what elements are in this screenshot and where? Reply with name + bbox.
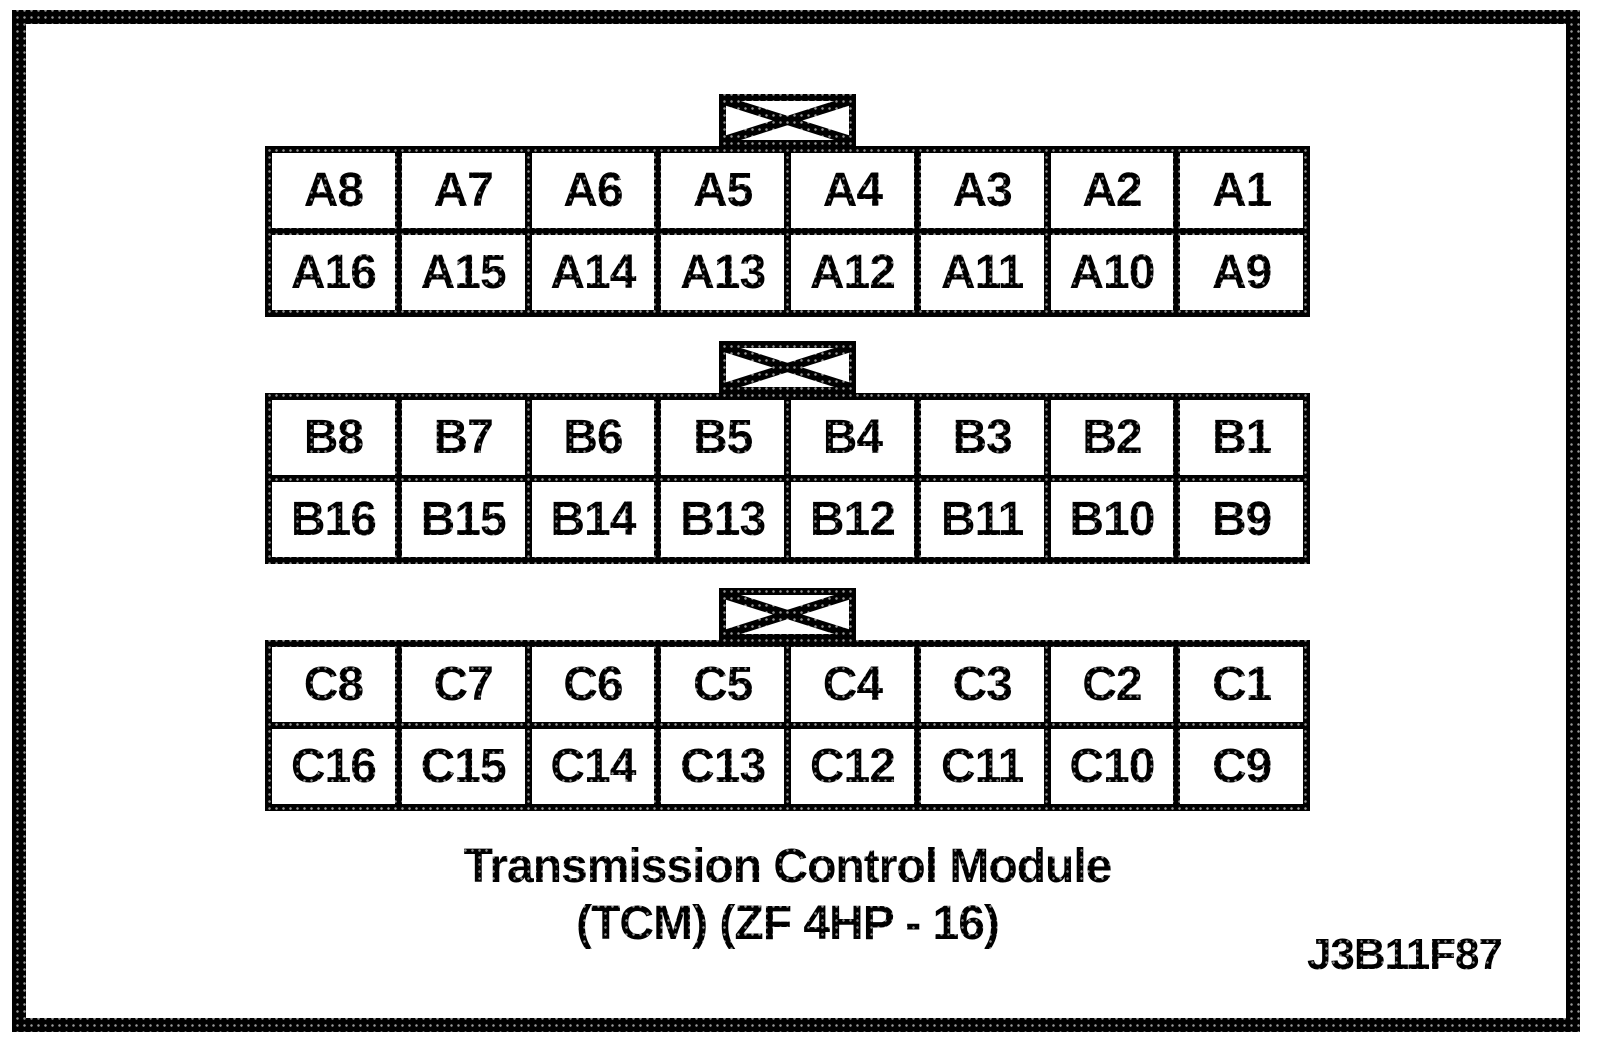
pin-cell: C2 <box>1050 647 1174 722</box>
connector-key-icon <box>719 94 856 147</box>
pin-cell: A1 <box>1180 153 1303 228</box>
pin-cell: B11 <box>920 482 1044 557</box>
pin-cell: C14 <box>531 729 655 804</box>
connector-key-icon <box>719 588 856 641</box>
pin-cell: B4 <box>791 400 914 475</box>
pin-cell: B2 <box>1050 400 1174 475</box>
pin-cell: A9 <box>1180 235 1303 310</box>
pin-cell: A4 <box>791 153 914 228</box>
figure-caption: Transmission Control Module (TCM) (ZF 4H… <box>265 838 1310 952</box>
pin-cell: B16 <box>272 482 395 557</box>
pin-cell: B9 <box>1180 482 1303 557</box>
pin-cell: B10 <box>1050 482 1174 557</box>
pin-cell: C9 <box>1180 729 1303 804</box>
pin-cell: A10 <box>1050 235 1174 310</box>
pin-cell: B12 <box>791 482 914 557</box>
pin-cell: A3 <box>920 153 1044 228</box>
pin-cell: B1 <box>1180 400 1303 475</box>
pin-cell: B14 <box>531 482 655 557</box>
pin-cell: C7 <box>401 647 525 722</box>
pin-cell: A2 <box>1050 153 1174 228</box>
x-mark-icon <box>726 348 849 387</box>
pin-cell: A8 <box>272 153 395 228</box>
pin-cell: B15 <box>401 482 525 557</box>
x-mark-icon <box>726 595 849 634</box>
pin-cell: B8 <box>272 400 395 475</box>
pin-cell: C10 <box>1050 729 1174 804</box>
pin-cell: B5 <box>661 400 784 475</box>
pin-cell: A13 <box>661 235 784 310</box>
pin-cell: C1 <box>1180 647 1303 722</box>
connector-key-icon <box>719 341 856 394</box>
pin-cell: C16 <box>272 729 395 804</box>
pin-cell: B13 <box>661 482 784 557</box>
pin-cell: C12 <box>791 729 914 804</box>
figure-code: J3B11F87 <box>1306 930 1503 979</box>
pin-cell: A14 <box>531 235 655 310</box>
figure-caption-line1: Transmission Control Module <box>463 840 1113 893</box>
pin-cell: A15 <box>401 235 525 310</box>
x-mark-icon <box>726 101 849 140</box>
pin-cell: C5 <box>661 647 784 722</box>
pin-cell: B3 <box>920 400 1044 475</box>
pin-cell: C4 <box>791 647 914 722</box>
pin-cell: A11 <box>920 235 1044 310</box>
pin-cell: C13 <box>661 729 784 804</box>
pin-cell: B7 <box>401 400 525 475</box>
pin-grid-b: B8 B7 B6 B5 B4 B3 B2 B1 B16 B15 B14 B13 … <box>265 393 1310 564</box>
pin-cell: A6 <box>531 153 655 228</box>
pin-grid-c: C8 C7 C6 C5 C4 C3 C2 C1 C16 C15 C14 C13 … <box>265 640 1310 811</box>
pin-cell: C11 <box>920 729 1044 804</box>
pin-cell: C8 <box>272 647 395 722</box>
pin-cell: C3 <box>920 647 1044 722</box>
figure-caption-line2: (TCM) (ZF 4HP - 16) <box>576 897 1000 950</box>
pin-grid-a: A8 A7 A6 A5 A4 A3 A2 A1 A16 A15 A14 A13 … <box>265 146 1310 317</box>
pin-cell: C15 <box>401 729 525 804</box>
pin-cell: A7 <box>401 153 525 228</box>
pin-cell: A5 <box>661 153 784 228</box>
pin-cell: A12 <box>791 235 914 310</box>
pin-cell: B6 <box>531 400 655 475</box>
pin-cell: C6 <box>531 647 655 722</box>
pin-cell: A16 <box>272 235 395 310</box>
